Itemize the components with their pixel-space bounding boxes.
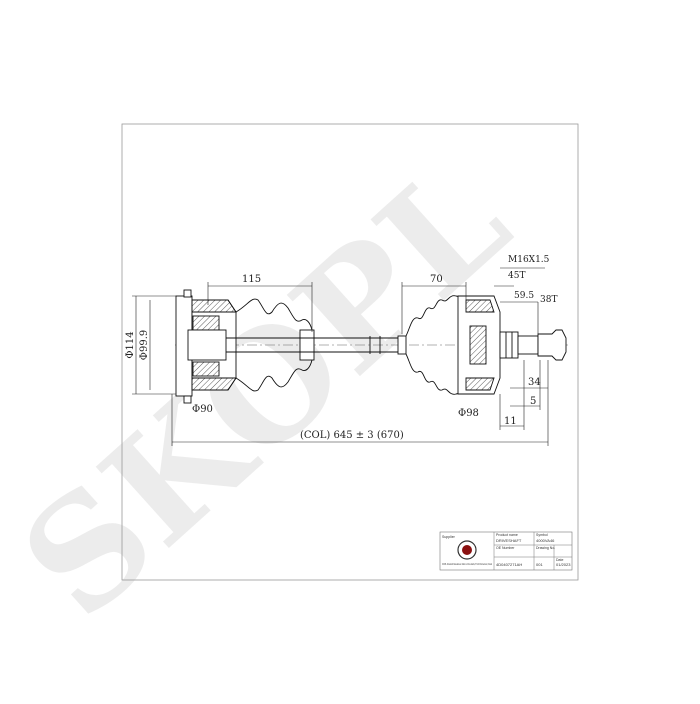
- dim-115: 115: [242, 274, 261, 285]
- dim-phi-90: Φ90: [192, 404, 213, 415]
- dimension-lines: [132, 267, 549, 446]
- dim-38t: 38T: [540, 295, 557, 305]
- tb-symbol: 4000VA46: [536, 538, 555, 543]
- tb-supplier-label: Supplier: [442, 535, 456, 539]
- dim-thread: M16X1.5: [508, 255, 550, 265]
- tb-product-name: DRIVESHAFT: [496, 538, 522, 543]
- tb-drawing-no-label: Drawing No.: [536, 546, 555, 550]
- tb-symbol-label: Symbol: [536, 533, 548, 537]
- outer-joint: [457, 295, 567, 395]
- inner-joint: [175, 289, 237, 404]
- shaft: [226, 336, 400, 354]
- tb-oe-label: OE Number: [496, 546, 515, 550]
- dim-70: 70: [430, 274, 443, 285]
- dim-5: 5: [530, 396, 536, 407]
- dim-phi-99-9: Φ99.9: [139, 330, 150, 360]
- tb-date-label: Date: [556, 558, 563, 562]
- tb-drawing-no: 001: [536, 562, 543, 567]
- dim-phi-114: Φ114: [125, 331, 136, 358]
- drawing-frame: [121, 123, 579, 581]
- tb-oe-number: 4D0407271AH: [496, 562, 522, 567]
- tb-product-name-label: Product name: [496, 533, 518, 537]
- dim-11: 11: [504, 416, 517, 427]
- title-block: Supplier SKOPL Driveshaft Manufacturer F…: [439, 531, 573, 571]
- dim-59-5: 59.5: [514, 291, 534, 301]
- tb-company-text: SKOPL Driveshaft Manufacturer Fabric of …: [442, 562, 492, 566]
- inner-boot: [235, 298, 315, 392]
- dim-phi-98: Φ98: [458, 408, 479, 419]
- dim-overall: (COL) 645 ± 3 (670): [300, 430, 404, 441]
- tb-date: 01/2023: [556, 562, 571, 567]
- dim-34: 34: [528, 377, 541, 388]
- dim-45t: 45T: [508, 271, 525, 281]
- outer-boot: [397, 295, 467, 395]
